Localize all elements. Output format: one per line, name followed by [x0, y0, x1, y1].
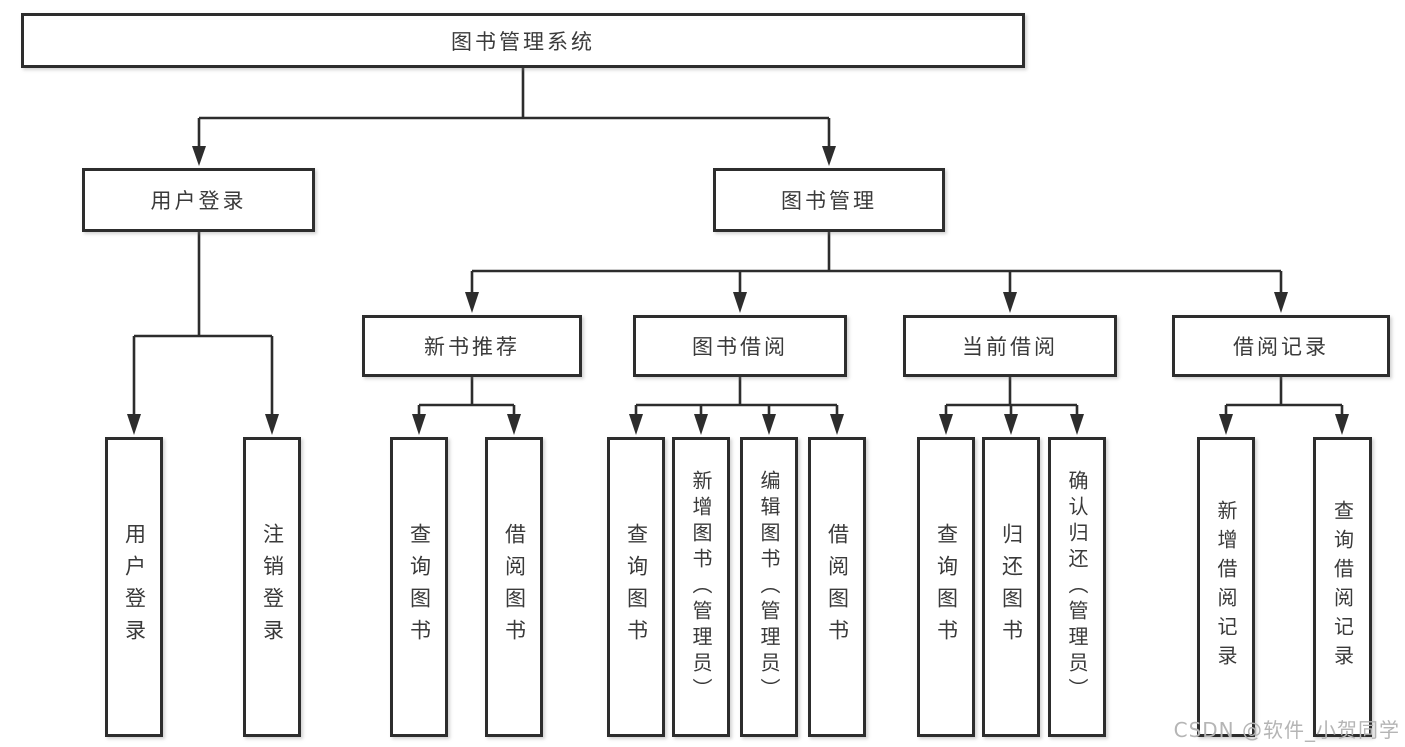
leaf-logout: 注销登录 — [243, 437, 301, 737]
leaf-query-books-current: 查询图书 — [917, 437, 975, 737]
leaf-add-borrow-record-label: 新增借阅记录 — [1214, 500, 1238, 674]
leaf-add-books-admin: 新增图书（管理员） — [672, 437, 730, 737]
node-library-management-system: 图书管理系统 — [21, 13, 1025, 68]
arrowheads — [127, 146, 1349, 435]
node-borrowing-records: 借阅记录 — [1172, 315, 1390, 377]
leaf-borrow-books-recommend: 借阅图书 — [485, 437, 543, 737]
leaf-confirm-return-admin: 确认归还（管理员） — [1048, 437, 1106, 737]
leaf-borrow-books: 借阅图书 — [808, 437, 866, 737]
node-new-book-recommendation: 新书推荐 — [362, 315, 582, 377]
leaf-edit-books-admin-label: 编辑图书（管理员） — [757, 470, 781, 704]
leaf-user-login: 用户登录 — [105, 437, 163, 737]
leaf-return-books: 归还图书 — [982, 437, 1040, 737]
csdn-watermark: CSDN @软件_小贺同学 — [1173, 718, 1400, 742]
leaf-user-login-label: 用户登录 — [122, 523, 147, 651]
node-book-borrowing: 图书借阅 — [633, 315, 847, 377]
leaf-query-borrow-record: 查询借阅记录 — [1313, 437, 1372, 737]
leaf-query-books-recommend: 查询图书 — [390, 437, 448, 737]
node-current-borrowing: 当前借阅 — [903, 315, 1117, 377]
node-user-login: 用户登录 — [82, 168, 315, 232]
leaf-query-borrow-record-label: 查询借阅记录 — [1330, 500, 1355, 674]
tree-edges — [132, 68, 1344, 416]
leaf-edit-books-admin: 编辑图书（管理员） — [740, 437, 798, 737]
leaf-add-borrow-record: 新增借阅记录 — [1197, 437, 1255, 737]
leaf-return-books-label: 归还图书 — [999, 523, 1024, 651]
leaf-query-books-current-label: 查询图书 — [934, 523, 959, 651]
leaf-borrow-books-recommend-label: 借阅图书 — [502, 523, 527, 651]
leaf-query-books-borrow-label: 查询图书 — [624, 523, 649, 651]
node-book-management: 图书管理 — [713, 168, 945, 232]
leaf-confirm-return-admin-label: 确认归还（管理员） — [1065, 470, 1089, 704]
leaf-query-books-recommend-label: 查询图书 — [407, 523, 432, 651]
leaf-add-books-admin-label: 新增图书（管理员） — [689, 470, 713, 704]
leaf-logout-label: 注销登录 — [260, 523, 285, 651]
leaf-query-books-borrow: 查询图书 — [607, 437, 665, 737]
leaf-borrow-books-label: 借阅图书 — [825, 523, 850, 651]
